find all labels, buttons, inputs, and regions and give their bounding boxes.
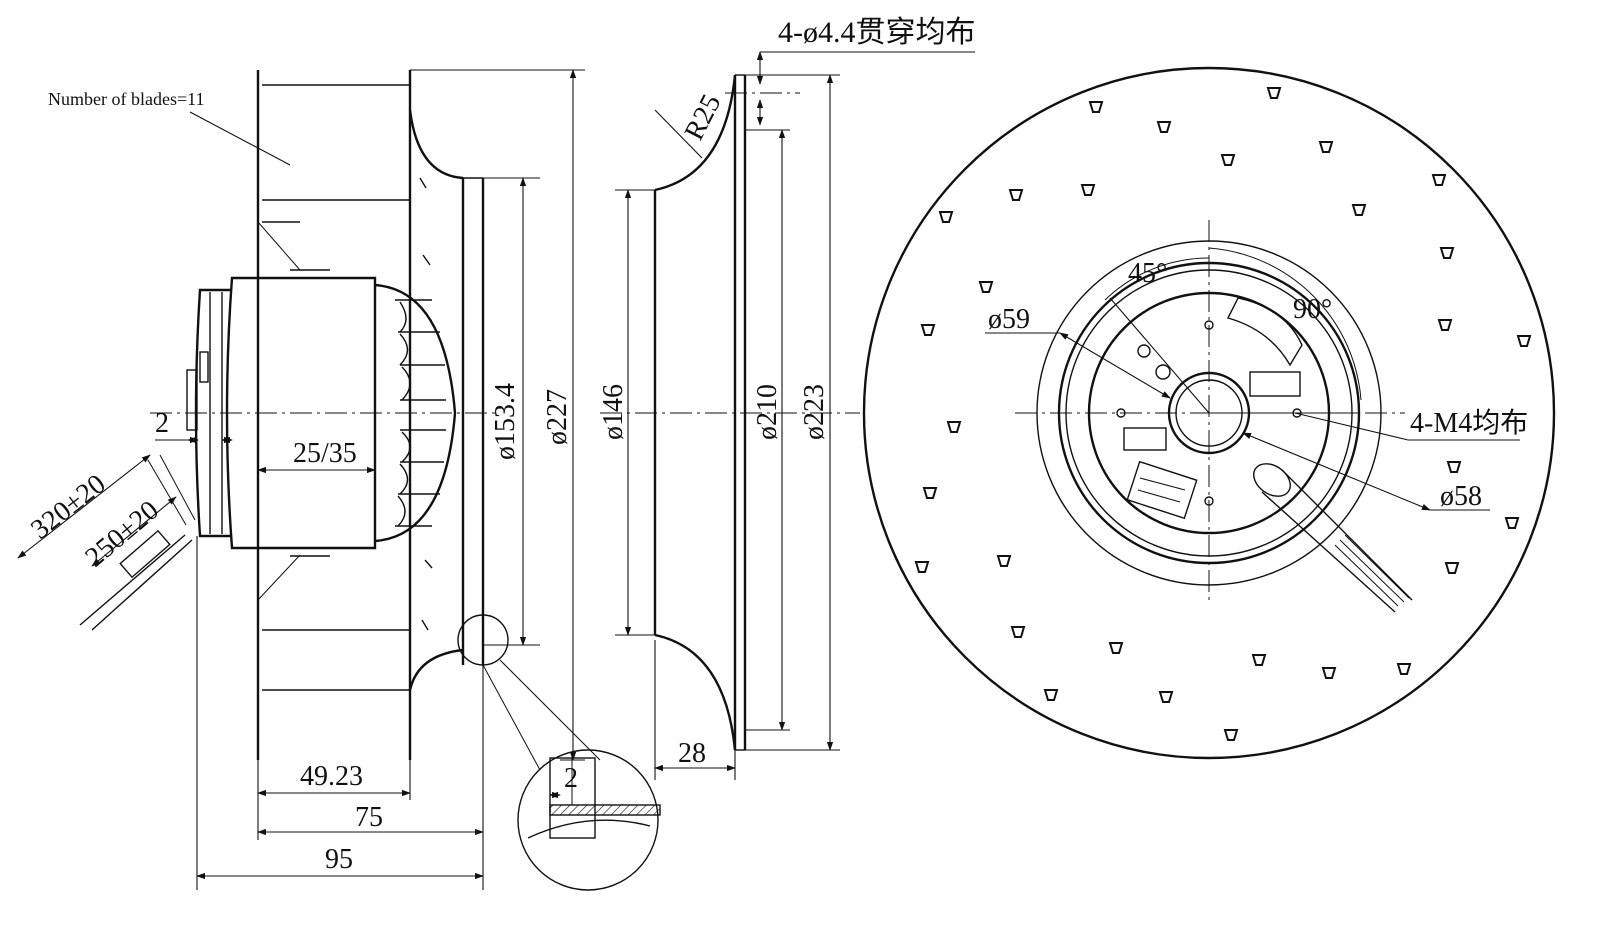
detail-2-label: 2 — [564, 763, 578, 794]
blade-holes — [914, 87, 1532, 741]
inlet-ring-dimensions — [615, 51, 975, 780]
side-view — [79, 70, 601, 771]
blades-label: Number of blades=11 — [48, 89, 204, 109]
angle-90-label: 90° — [1293, 294, 1332, 325]
d153-label: ø153.4 — [490, 383, 521, 460]
gap-2-label: 2 — [155, 408, 169, 439]
d227-label: ø227 — [542, 389, 573, 445]
d223-label: ø223 — [799, 384, 830, 440]
len-25-35-label: 25/35 — [293, 438, 357, 469]
d210-label: ø210 — [752, 384, 783, 440]
width-28-label: 28 — [678, 738, 706, 769]
width-75-label: 75 — [355, 802, 383, 833]
holes-spec-label: 4-ø4.4贯穿均布 — [778, 16, 976, 49]
d59-label: ø59 — [988, 304, 1030, 335]
angle-45-label: 45° — [1128, 258, 1167, 289]
side-view-dimensions — [17, 69, 585, 890]
m4-label: 4-M4均布 — [1410, 407, 1528, 439]
d58-label: ø58 — [1440, 481, 1482, 512]
d146-label: ø146 — [598, 384, 629, 440]
front-view — [862, 66, 1556, 760]
width-95-label: 95 — [325, 844, 353, 875]
detail-view — [517, 749, 661, 891]
width-4923-label: 49.23 — [300, 761, 363, 792]
inlet-ring-view — [600, 74, 860, 751]
